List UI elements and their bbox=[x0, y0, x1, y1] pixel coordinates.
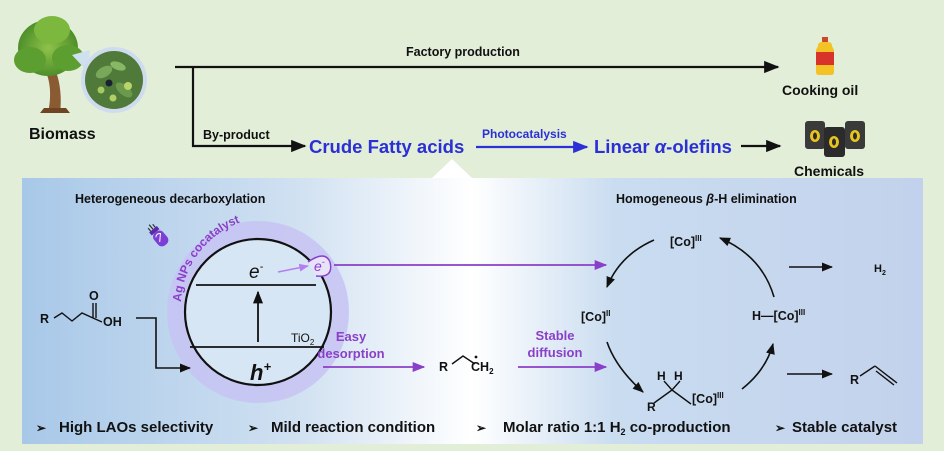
light-bulb-icon bbox=[147, 223, 169, 247]
feature-stable-catalyst: Stable catalyst bbox=[792, 419, 897, 436]
features-list: ➢ High LAOs selectivity ➢ Mild reaction … bbox=[36, 419, 897, 437]
alkyl-co-iii-label: [Co]III bbox=[692, 391, 724, 406]
feature-high-selectivity: High LAOs selectivity bbox=[59, 419, 214, 436]
acid-to-hole-arrow bbox=[136, 317, 192, 373]
feature-mild-conditions: Mild reaction condition bbox=[271, 419, 435, 436]
feature-bullet: ➢ bbox=[248, 421, 259, 435]
photocatalysis-label: Photocatalysis bbox=[482, 127, 567, 141]
radical-structure bbox=[451, 355, 476, 365]
radical-ch2-label: CH2 bbox=[471, 360, 494, 376]
electron-label: e- bbox=[249, 261, 264, 283]
co-iii-top-label: [Co]III bbox=[670, 234, 702, 249]
electron-transfer-arrow bbox=[277, 263, 309, 273]
easy-label: Easy bbox=[336, 329, 367, 344]
callout-notch bbox=[432, 159, 472, 178]
h2-label: H2 bbox=[874, 263, 886, 277]
stable-label: Stable bbox=[535, 328, 574, 343]
fatty-acid-structure bbox=[53, 303, 103, 323]
heterogeneous-title: Heterogeneous decarboxylation bbox=[75, 192, 265, 206]
radical-r-label: R bbox=[439, 360, 448, 374]
diffusion-label: diffusion bbox=[528, 345, 583, 360]
ag-electron-label: e- bbox=[314, 257, 325, 274]
cooking-oil-label: Cooking oil bbox=[782, 82, 858, 98]
alkene-r-label: R bbox=[850, 373, 859, 387]
feature-bullet: ➢ bbox=[36, 421, 47, 435]
radical-dot bbox=[474, 355, 478, 359]
alkene-structure bbox=[859, 365, 898, 386]
cycle-arrow-alkyl-to-hco bbox=[741, 342, 775, 390]
acid-oh-label: OH bbox=[103, 315, 122, 329]
homogeneous-title: Homogeneous β-H elimination bbox=[616, 192, 797, 206]
oil-bottle-icon bbox=[816, 37, 834, 75]
cycle-arrow-co2-to-alkyl bbox=[606, 341, 644, 393]
feature-bullet: ➢ bbox=[476, 421, 487, 435]
alkyl-h2-label: H bbox=[674, 369, 683, 383]
acid-r-label: R bbox=[40, 312, 49, 326]
fruit-closeup-icon bbox=[72, 47, 147, 113]
feature-h2-coproduction-prefix: Molar ratio 1:1 H bbox=[503, 419, 621, 436]
alkyl-h1-label: H bbox=[657, 369, 666, 383]
chemicals-label: Chemicals bbox=[794, 163, 864, 179]
linear-alpha-olefins-label: Linear α-olefins bbox=[594, 136, 732, 157]
acid-o-label: O bbox=[89, 289, 99, 303]
crude-fatty-acids-label: Crude Fatty acids bbox=[309, 136, 464, 157]
feature-bullet: ➢ bbox=[775, 421, 786, 435]
co-ii-label: [Co]II bbox=[581, 309, 610, 324]
oil-barrels-icon bbox=[805, 121, 865, 157]
byproduct-arrow bbox=[191, 67, 307, 153]
cycle-arrow-co3-to-co2 bbox=[606, 239, 655, 289]
h-co-iii-label: H—[Co]III bbox=[752, 308, 805, 323]
factory-production-label: Factory production bbox=[406, 45, 520, 59]
hole-label: h+ bbox=[250, 359, 271, 385]
tree-icon bbox=[14, 16, 84, 113]
byproduct-label: By-product bbox=[203, 128, 271, 142]
alkyl-cobalt-structure bbox=[653, 380, 692, 405]
alkyl-r-label: R bbox=[647, 400, 656, 414]
biomass-label: Biomass bbox=[29, 126, 96, 143]
tio2-label: TiO2 bbox=[291, 331, 315, 347]
ag-nanoparticle bbox=[307, 255, 332, 277]
cycle-arrow-hco-to-co3 bbox=[718, 237, 775, 298]
desorption-label: desorption bbox=[317, 346, 384, 361]
